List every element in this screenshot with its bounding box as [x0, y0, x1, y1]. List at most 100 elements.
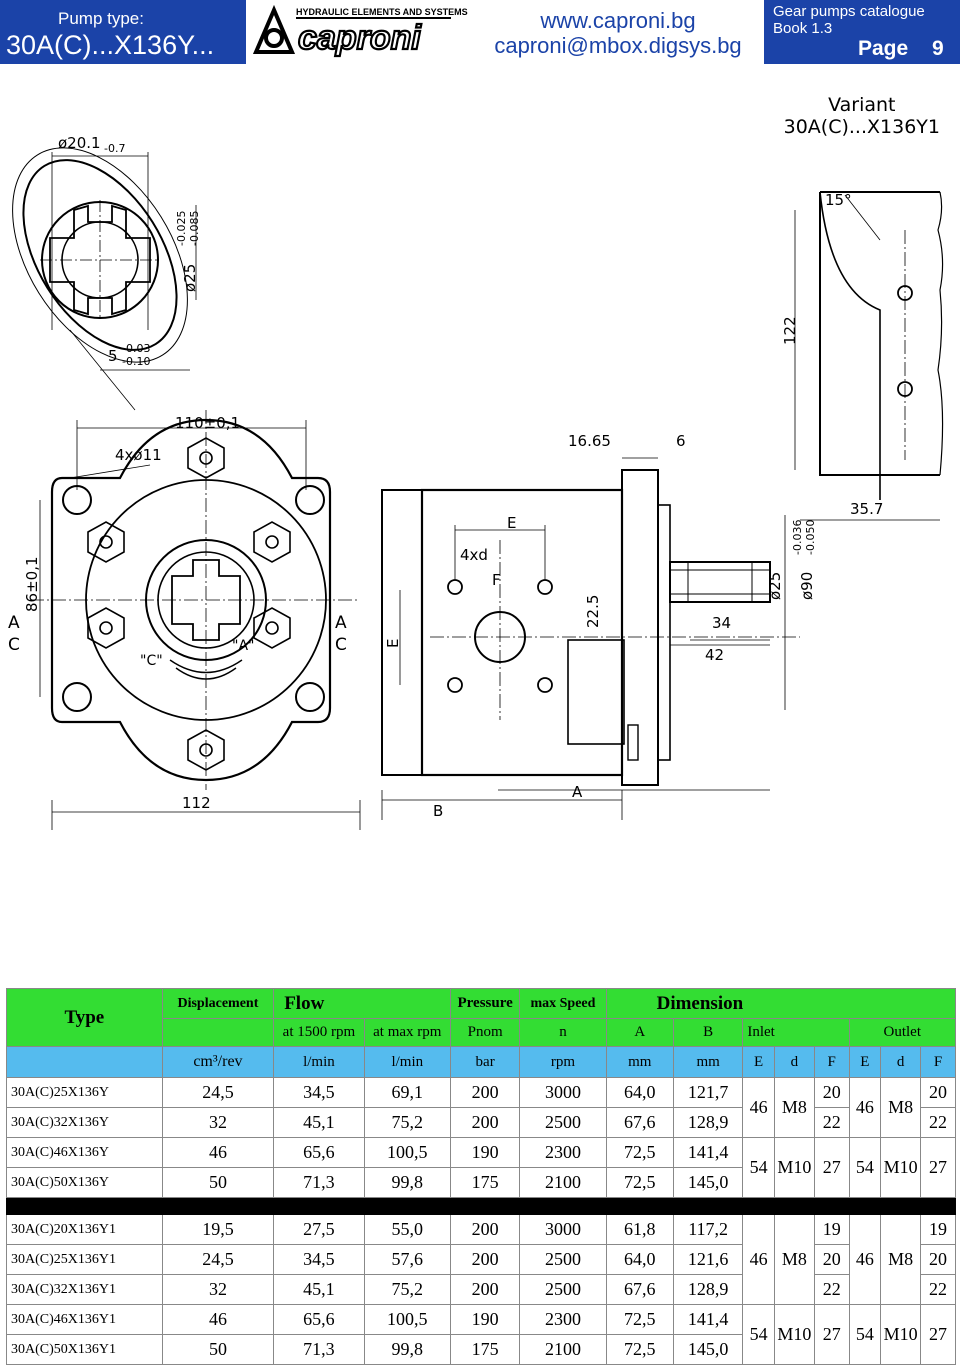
- table-cell: M8: [773, 1077, 815, 1138]
- table-cell: 100,5: [363, 1137, 451, 1168]
- pump-name: 30A(C)...X136Y...: [6, 30, 215, 60]
- table-separator: [6, 1197, 956, 1215]
- technical-drawing: ø20.1 -0.7 5 -0.03 -0.10 ø25 -0.025 -0.0…: [8, 134, 944, 830]
- section-c-left: C: [8, 635, 20, 655]
- table-cell: 50: [161, 1334, 275, 1365]
- h2-a: A: [605, 1018, 674, 1047]
- table-cell: 20: [813, 1244, 850, 1275]
- dim-key: 5: [108, 347, 118, 365]
- table-cell: 54: [848, 1304, 882, 1365]
- h3-empty: [6, 1046, 163, 1078]
- page-label: Page: [858, 37, 909, 60]
- table-cell: 175: [449, 1334, 521, 1365]
- h2-atmax: at max rpm: [363, 1018, 451, 1047]
- h3-lmin1: l/min: [273, 1046, 365, 1078]
- side-view: [381, 457, 940, 820]
- h2-outlet: Outlet: [848, 1018, 957, 1047]
- col-speed: max Speed: [519, 988, 607, 1019]
- table-cell: [6, 1197, 956, 1215]
- table-cell: 64,0: [605, 1244, 674, 1275]
- spec-table-wrap: Type Displacement Flow Pressure max Spee…: [6, 988, 957, 1365]
- logo-tagline: HYDRAULIC ELEMENTS AND SYSTEMS: [296, 7, 468, 17]
- book-number: Book 1.3: [773, 20, 833, 37]
- pump-type-label: Pump type:: [58, 9, 144, 28]
- spec-table: Type Displacement Flow Pressure max Spee…: [6, 988, 957, 1365]
- table-cell: 55,0: [363, 1214, 451, 1245]
- h3-bar: bar: [449, 1046, 521, 1078]
- table-cell: 2500: [519, 1107, 607, 1138]
- dim-spline-dia: ø25: [181, 264, 199, 292]
- dim-key-tol1: -0.03: [122, 342, 150, 355]
- table-cell: 99,8: [363, 1334, 451, 1365]
- table-cell: 30A(C)25X136Y: [6, 1077, 163, 1108]
- table-row: 30A(C)20X136Y1 19,5 27,5 55,0 200 3000 6…: [6, 1214, 956, 1305]
- table-cell: 141,4: [672, 1304, 744, 1335]
- dim-shaft-dia: ø20.1: [58, 134, 101, 152]
- table-cell: M10: [773, 1304, 815, 1365]
- h3-cm: cm³/rev: [161, 1046, 275, 1078]
- header-row-3: cm³/rev l/min l/min bar rpm mm mm E d F …: [6, 1046, 956, 1078]
- table-cell: 117,2: [672, 1214, 744, 1245]
- table-cell: 128,9: [672, 1274, 744, 1305]
- table-cell: M8: [880, 1214, 922, 1305]
- table-cell: 175: [449, 1167, 521, 1198]
- table-row: 30A(C)25X136Y1 24,5 34,5 57,6 200 2500 6…: [6, 1244, 956, 1275]
- h3-d2: d: [880, 1046, 922, 1078]
- table-cell: 30A(C)32X136Y: [6, 1107, 163, 1138]
- website-link[interactable]: www.caproni.bg: [540, 8, 696, 33]
- col-dimension: Dimension: [605, 988, 957, 1019]
- table-cell: 30A(C)32X136Y1: [6, 1274, 163, 1305]
- table-cell: 200: [449, 1214, 521, 1245]
- rotation-c: "C": [140, 653, 163, 669]
- dim-pilot-tol2: -0.050: [804, 520, 817, 555]
- variant-label: Variant 30A(C)...X136Y1: [784, 94, 940, 138]
- dim-34: 34: [712, 614, 731, 632]
- table-cell: 145,0: [672, 1334, 744, 1365]
- table-row: 30A(C)32X136Y 32 45,1 75,2 200 2500 67,6…: [6, 1107, 956, 1138]
- table-cell: 46: [848, 1214, 882, 1305]
- table-row: 30A(C)25X136Y 24,5 34,5 69,1 200 3000 64…: [6, 1077, 956, 1138]
- table-cell: 32: [161, 1107, 275, 1138]
- logo-name: caproni: [298, 19, 422, 57]
- rotation-a: "A": [232, 638, 254, 654]
- table-cell: 30A(C)25X136Y1: [6, 1244, 163, 1275]
- table-cell: M10: [880, 1304, 922, 1365]
- table-cell: M8: [880, 1077, 922, 1138]
- email-link[interactable]: caproni@mbox.digsys.bg: [494, 33, 742, 58]
- table-cell: 20: [813, 1077, 850, 1108]
- h3-f1: F: [813, 1046, 850, 1078]
- dim-shaft-25: ø25: [766, 572, 784, 600]
- h3-f2: F: [920, 1046, 956, 1078]
- table-cell: 2300: [519, 1304, 607, 1335]
- table-cell: 3000: [519, 1214, 607, 1245]
- dim-spline-tol1: -0.025: [175, 211, 188, 246]
- dim-a: A: [572, 783, 583, 801]
- table-cell: 54: [742, 1137, 775, 1198]
- table-cell: 46: [742, 1214, 775, 1305]
- dim-6: 6: [676, 432, 686, 450]
- table-cell: M10: [880, 1137, 922, 1198]
- dim-holes: 4xø11: [115, 446, 162, 464]
- page-header: Pump type: 30A(C)...X136Y... HYDRAULIC E…: [0, 0, 960, 64]
- table-cell: 46: [848, 1077, 882, 1138]
- table-cell: 71,3: [273, 1167, 365, 1198]
- logo-graphic: HYDRAULIC ELEMENTS AND SYSTEMS caproni: [252, 4, 468, 58]
- table-cell: 67,6: [605, 1107, 674, 1138]
- table-cell: M10: [773, 1137, 815, 1198]
- table-cell: M8: [773, 1214, 815, 1305]
- table-cell: 200: [449, 1244, 521, 1275]
- table-cell: 22: [920, 1107, 956, 1138]
- dim-height: 86±0,1: [23, 556, 41, 612]
- page-number: 9: [932, 37, 944, 60]
- table-cell: 75,2: [363, 1274, 451, 1305]
- table-cell: 27: [920, 1304, 956, 1365]
- table-cell: 121,7: [672, 1077, 744, 1108]
- table-cell: 20: [920, 1244, 956, 1275]
- caproni-logo: HYDRAULIC ELEMENTS AND SYSTEMS caproni: [246, 0, 472, 64]
- table-cell: 45,1: [273, 1107, 365, 1138]
- header-row-1: Type Displacement Flow Pressure max Spee…: [6, 988, 957, 1047]
- table-cell: 27: [813, 1137, 850, 1198]
- table-cell: 3000: [519, 1077, 607, 1108]
- variant-name: 30A(C)...X136Y1: [783, 116, 940, 138]
- front-view: [30, 410, 361, 830]
